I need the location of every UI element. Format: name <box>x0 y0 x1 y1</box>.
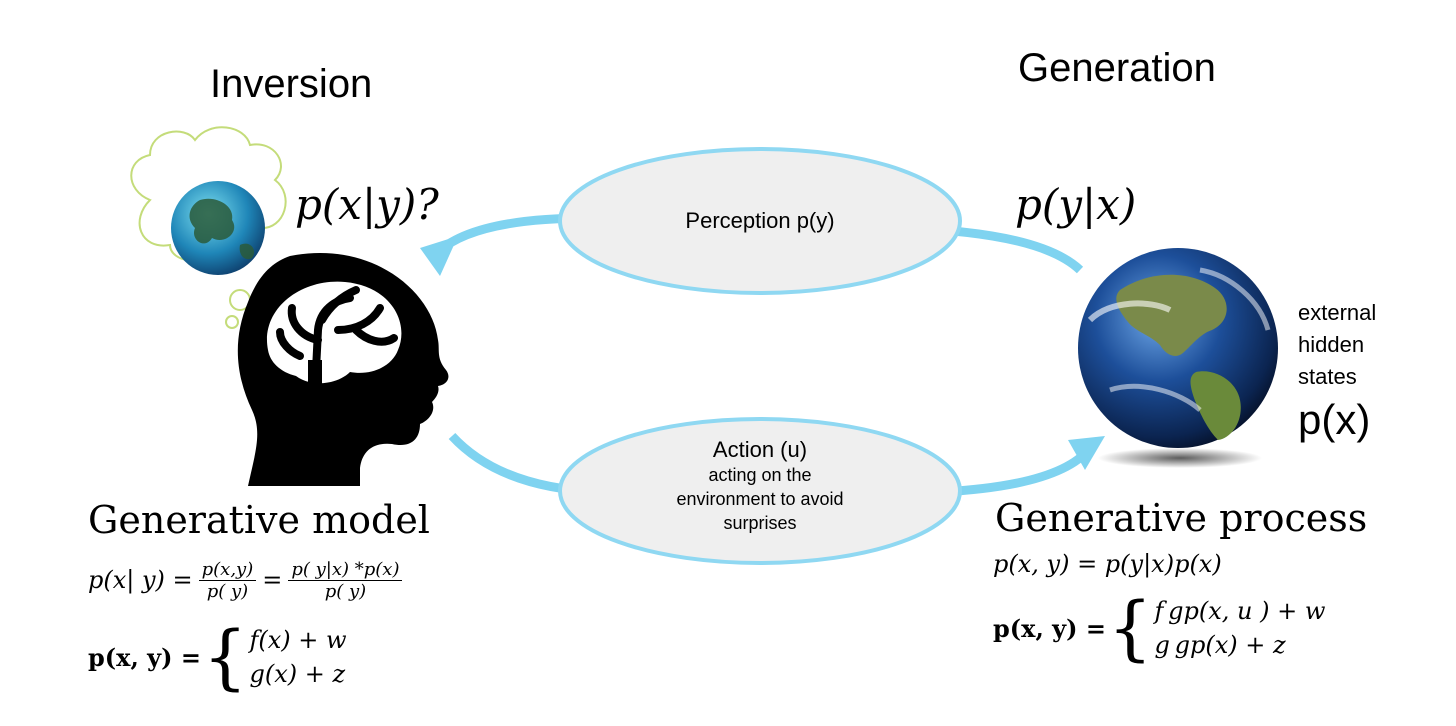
earth-globe-icon <box>1078 248 1278 468</box>
arrowhead-right-icon <box>1068 436 1105 470</box>
action-line-1: acting on the <box>708 465 812 485</box>
action-line-2: environment to avoid <box>676 489 844 509</box>
generative-process-heading: Generative process <box>995 496 1368 540</box>
external-line-1: external <box>1298 300 1377 325</box>
process-cases-lhs: p(x, y) = <box>993 613 1106 643</box>
model-cases-lhs: p(x, y) = <box>88 642 201 672</box>
bayes-frac-2-num: p( y|x) *p(x) <box>288 559 403 581</box>
model-cases-equation: p(x, y) = { f(x) + w g(x) + z <box>88 618 347 696</box>
process-cases-equation: p(x, y) = { f gp(x, u ) + w g gp(x) + z <box>993 586 1325 670</box>
action-ellipse <box>558 417 962 565</box>
head-brain-icon <box>237 252 449 486</box>
model-cases: f(x) + w g(x) + z <box>249 626 346 688</box>
model-case-1: f(x) + w <box>249 626 347 654</box>
left-brace-icon: { <box>202 616 248 698</box>
prior-label: p(x) <box>1298 396 1371 443</box>
external-line-3: states <box>1298 364 1357 389</box>
arrowhead-left-icon <box>420 236 458 276</box>
bayes-frac-2: p( y|x) *p(x) p( y) <box>288 559 403 602</box>
bayes-equation: p(x| y) = p(x,y) p( y) = p( y|x) *p(x) p… <box>88 550 403 610</box>
generative-model-heading: Generative model <box>88 498 430 542</box>
inversion-title: Inversion <box>210 62 373 106</box>
right-brace-icon: { <box>1107 587 1153 669</box>
model-case-2: g(x) + z <box>249 660 346 688</box>
bayes-lhs: p(x| y) = <box>88 566 193 594</box>
process-cases: f gp(x, u ) + w g gp(x) + z <box>1154 597 1325 659</box>
generation-title: Generation <box>1018 46 1216 90</box>
perception-label: Perception p(y) <box>685 208 835 233</box>
external-states-label: external hidden states <box>1298 297 1376 393</box>
bayes-eq-sign: = <box>262 566 283 594</box>
process-case-1: f gp(x, u ) + w <box>1154 597 1326 625</box>
perception-ellipse <box>558 147 962 295</box>
posterior-label: p(x|y)? <box>295 180 439 229</box>
action-label-block: Action (u) acting on the environment to … <box>610 437 910 535</box>
bayes-frac-2-den: p( y) <box>324 580 367 602</box>
process-case-2: g gp(x) + z <box>1154 631 1286 659</box>
action-title: Action (u) <box>712 437 808 462</box>
small-globe-icon <box>171 181 265 275</box>
process-joint-equation: p(x, y) = p(y|x)p(x) <box>993 550 1222 578</box>
bayes-frac-1-num: p(x,y) <box>198 559 257 581</box>
external-line-2: hidden <box>1298 332 1365 357</box>
bayes-frac-1: p(x,y) p( y) <box>198 559 257 602</box>
bayes-frac-1-den: p( y) <box>206 580 249 602</box>
likelihood-label: p(y|x) <box>1015 180 1137 229</box>
action-line-3: surprises <box>723 513 797 533</box>
